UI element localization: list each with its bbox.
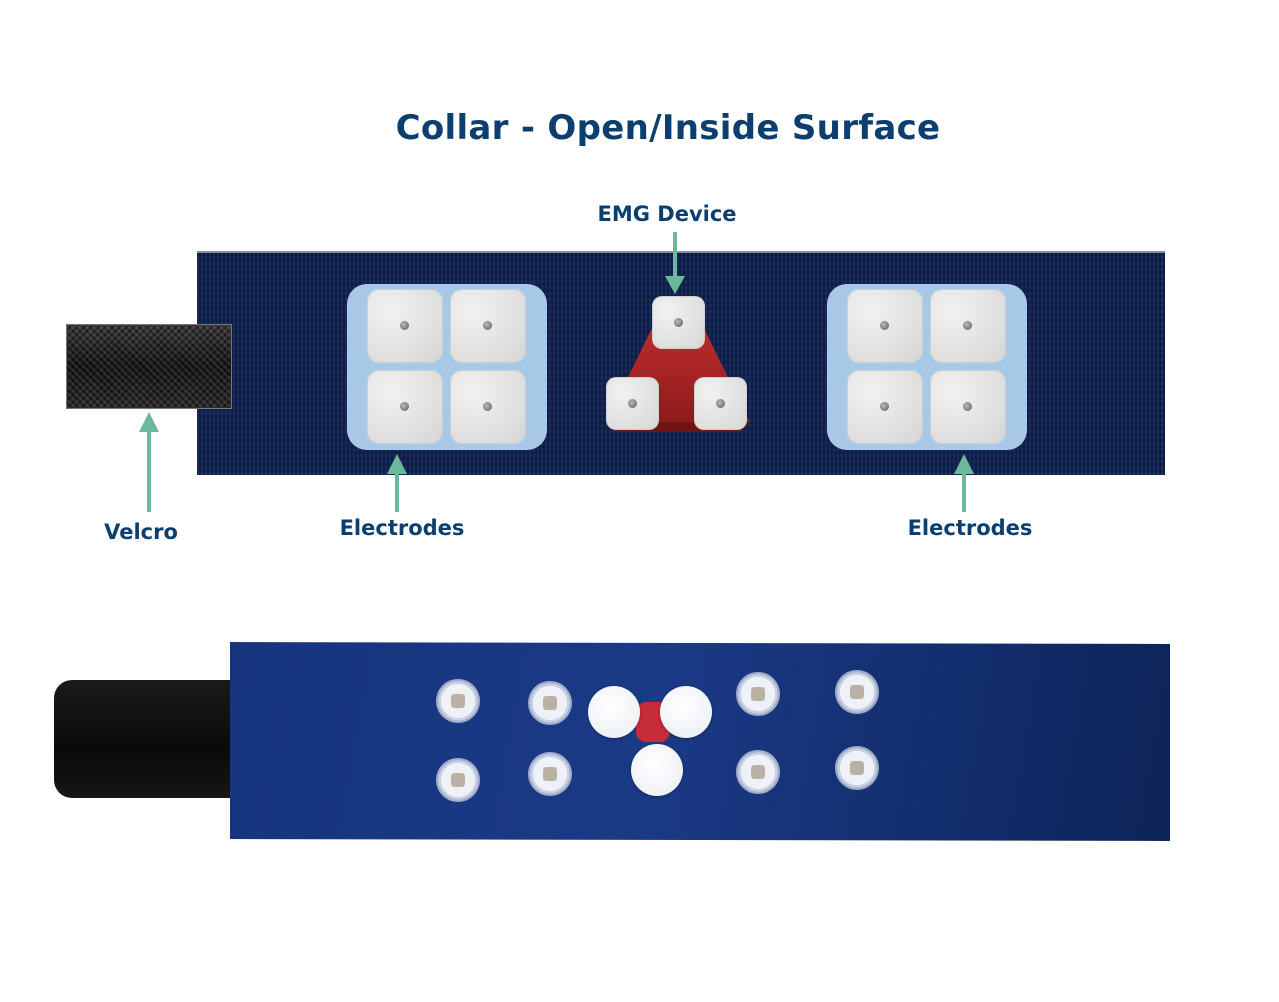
device-electrode-top: [652, 296, 705, 349]
snap-icon: [627, 398, 637, 408]
label-emg-device: EMG Device: [597, 202, 737, 226]
velcro-tab-photo: [54, 680, 250, 798]
electrode-group-left: [347, 284, 547, 450]
electrode-pad: [450, 289, 526, 363]
snap-icon: [880, 321, 889, 330]
electrode-pad: [367, 370, 443, 444]
callout-arrows: [139, 232, 974, 512]
electrode-pad: [847, 370, 923, 444]
snap-icon: [483, 402, 492, 411]
electrode-snap-cap: [530, 683, 570, 723]
electrode-snap-cap: [438, 681, 478, 721]
device-electrode-right: [694, 377, 747, 430]
electrode-snap-cap: [738, 752, 778, 792]
electrode-pad: [930, 370, 1006, 444]
snap-icon: [880, 402, 889, 411]
device-lobe-right: [660, 686, 712, 738]
snap-icon: [963, 402, 972, 411]
electrode-pad: [367, 289, 443, 363]
electrode-pad: [930, 289, 1006, 363]
snap-icon: [963, 321, 972, 330]
electrode-snap-cap: [438, 760, 478, 800]
velcro-swatch: [66, 324, 232, 409]
electrode-group-right: [827, 284, 1027, 450]
device-lobe-left: [588, 686, 640, 738]
device-lobe-bottom: [631, 744, 683, 796]
label-electrodes-left: Electrodes: [339, 516, 465, 540]
snap-icon: [400, 402, 409, 411]
snap-icon: [673, 317, 683, 327]
electrode-snap-cap: [738, 674, 778, 714]
diagram-title: Collar - Open/Inside Surface: [395, 108, 941, 148]
snap-icon: [483, 321, 492, 330]
electrode-snap-cap: [837, 748, 877, 788]
electrode-snap-cap: [837, 672, 877, 712]
electrode-snap-cap: [530, 754, 570, 794]
device-electrode-left: [606, 377, 659, 430]
label-electrodes-right: Electrodes: [907, 516, 1033, 540]
label-velcro: Velcro: [104, 520, 178, 544]
electrode-pad: [847, 289, 923, 363]
collar-strap-photo: [230, 642, 1170, 841]
snap-icon: [715, 398, 725, 408]
electrode-pad: [450, 370, 526, 444]
snap-icon: [400, 321, 409, 330]
